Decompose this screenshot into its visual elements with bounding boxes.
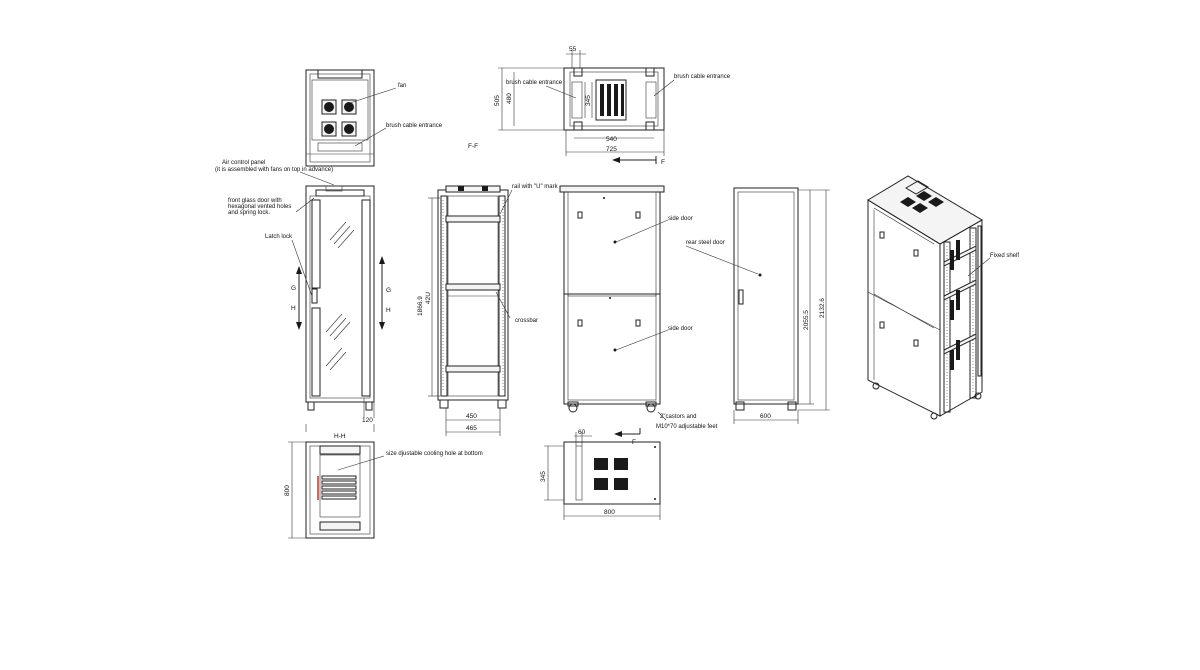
dim-800-left: 800	[284, 485, 291, 496]
top-view-fans: fan brush cable entrance	[305, 69, 443, 167]
fan-label: fan	[398, 83, 406, 89]
rail-u-label: rail with "U" mark	[512, 184, 559, 190]
cooling-hole-icon	[321, 475, 357, 500]
dim-465: 465	[466, 425, 477, 432]
dim-1866: 1866.9	[417, 296, 424, 316]
air-control-note: (it is assembled with fans on top in adv…	[215, 167, 333, 173]
fan-icon	[321, 99, 357, 137]
dim-800-bottom: 800	[604, 509, 615, 516]
isometric-view	[867, 175, 991, 420]
air-control-label: Air control panel	[222, 160, 265, 166]
front-glass-label-1: front glass door with	[228, 198, 282, 204]
front-glass-label-3: and spring lock.	[228, 210, 270, 216]
section-ff-label: F-F	[468, 143, 478, 150]
front-view-glass-door: 120 G H G H	[291, 185, 391, 424]
dim-345-top: 345	[585, 95, 592, 106]
latch-lock-label: Latch lock	[265, 234, 293, 240]
brush-cable-entrance-label: brush cable entrance	[386, 123, 443, 129]
top-fan-icon	[900, 180, 944, 213]
dim-55: 55	[569, 46, 577, 53]
dim-540: 540	[606, 136, 617, 143]
dim-600: 600	[760, 413, 771, 420]
bottom-view-hh: H-H 800	[284, 424, 385, 539]
arrow-h-right: H	[386, 307, 391, 314]
front-glass-label-2: hexagonal vented holes	[228, 204, 291, 210]
dim-2055: 2055.5	[803, 310, 810, 330]
arrow-h-left: H	[291, 305, 296, 312]
rear-view: 2055.5 2132.6 600	[685, 187, 830, 424]
arrow-f-bottom: F	[632, 439, 636, 446]
fixed-shelf-label: Fixed shelf	[990, 253, 1019, 259]
dim-60: 60	[578, 429, 586, 436]
bottom-plate-view: 60 345 800	[540, 429, 661, 520]
vent-grille-icon	[594, 458, 628, 490]
dim-505: 505	[494, 95, 501, 106]
dim-42u: 42U	[425, 292, 432, 304]
arrow-g-right: G	[386, 287, 391, 294]
brush-cable-entrance-mid: brush cable entrance	[506, 80, 563, 86]
dim-120: 120	[362, 417, 373, 424]
castors-label-1: 2"castors and	[660, 414, 696, 420]
side-view-doors	[559, 185, 669, 421]
front-view-rails: 1866.9 42U 450 465	[417, 185, 513, 436]
side-door-bottom-label: side door	[668, 326, 693, 332]
crossbar-label: crossbar	[515, 318, 538, 324]
dim-345-bottom: 345	[540, 471, 547, 482]
dim-2132: 2132.6	[819, 298, 826, 318]
dim-450: 450	[466, 413, 477, 420]
top-section-ff: 345 55 505 480 540 725	[494, 46, 675, 156]
arrow-f-top: F	[661, 159, 665, 166]
section-hh-label: H-H	[334, 433, 346, 440]
dim-480: 480	[506, 93, 513, 104]
brush-cable-entrance-right: brush cable entrance	[674, 74, 731, 80]
dim-725: 725	[606, 146, 617, 153]
rear-steel-door-label: rear steel door	[686, 240, 725, 246]
castors-label-2: M10*70 adjustable feet	[656, 424, 718, 430]
side-door-top-label: side door	[668, 216, 693, 222]
arrow-g-left: G	[291, 285, 296, 292]
size-cooling-label: size djustable cooling hole at bottom	[386, 451, 483, 457]
